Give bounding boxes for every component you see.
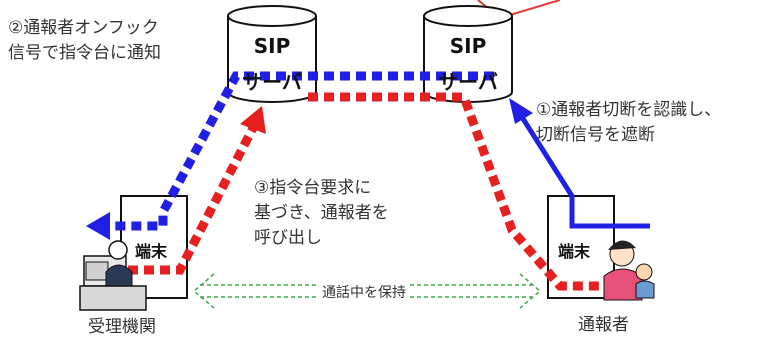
annotation-step3: ③指令台要求に 基づき、通報者を 呼び出し [254, 176, 389, 251]
sip-server-left-label-bottom: サーバ [232, 66, 312, 95]
call-hold-label: 通話中を保持 [318, 282, 410, 302]
annotation-step3-line3: 呼び出し [254, 226, 389, 251]
annotation-step2-line1: ②通報者オンフック [8, 16, 161, 41]
terminal-left-label: 端末 [135, 238, 167, 262]
sip-server-right-label-top: SIP [428, 34, 508, 58]
sip-server-right-label-bottom: サーバ [428, 66, 508, 95]
annotation-step3-line1: ③指令台要求に [254, 176, 389, 201]
party-left-label: 受理機関 [88, 315, 156, 340]
annotation-step3-line2: 基づき、通報者を [254, 201, 389, 226]
annotation-step1-line1: ①通報者切断を認識し、 [536, 98, 721, 123]
annotation-step2: ②通報者オンフック 信号で指令台に通知 [8, 16, 161, 66]
annotation-step1-line2: 切断信号を遮断 [536, 123, 721, 148]
annotation-step1: ①通報者切断を認識し、 切断信号を遮断 [536, 98, 721, 148]
annotation-step2-line2: 信号で指令台に通知 [8, 41, 161, 66]
party-right-label: 通報者 [578, 313, 629, 338]
terminal-right-label: 端末 [558, 238, 590, 262]
sip-server-left-label-top: SIP [232, 34, 312, 58]
